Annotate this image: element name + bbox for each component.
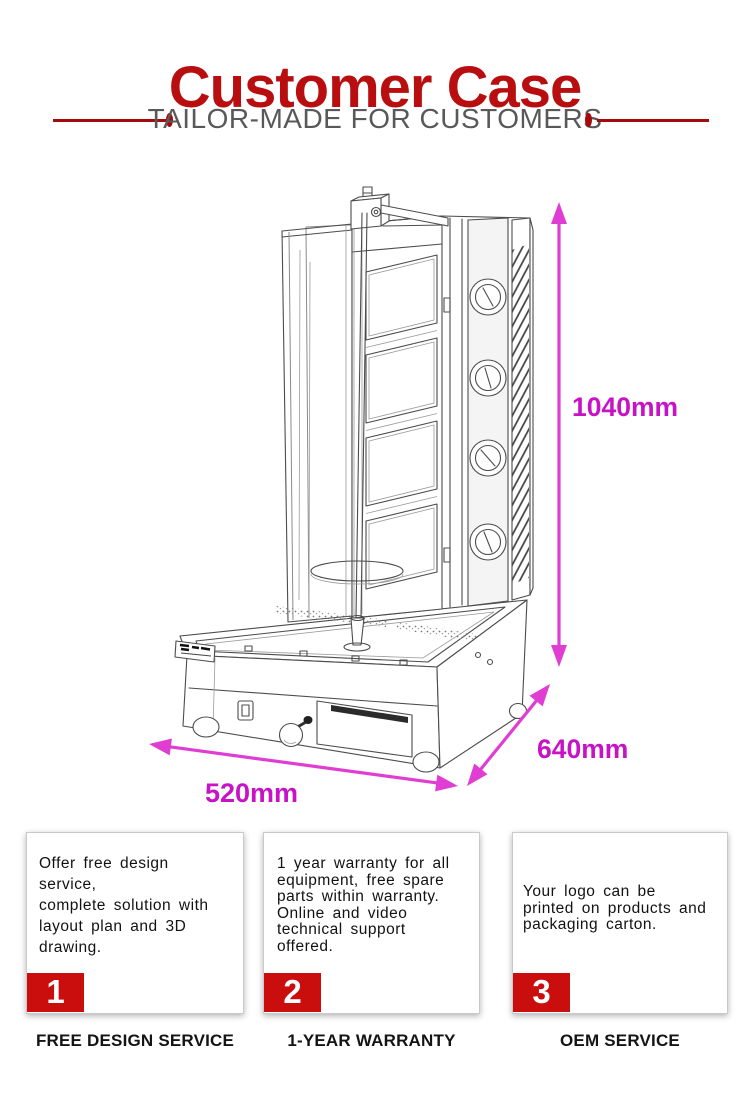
dimension-height-label: 1040mm [572,392,678,422]
page-title: Customer Case [168,54,582,120]
machine-foot [192,716,220,738]
subtitle-dot-right-icon [585,113,592,127]
grease-drawer [316,700,413,758]
service-card: 1 year warranty for all equipment, free … [263,832,480,1051]
spit-socket [350,617,365,646]
control-knob [469,359,507,397]
vent-grille [511,217,531,601]
dimension-width-label: 520mm [205,778,298,808]
subtitle-line-left [53,119,166,122]
drawer-handle-knob [278,716,313,748]
motor-bracket [350,186,449,230]
rotisserie-spit [310,212,404,652]
left-glass-panel [281,223,353,623]
power-switch [237,700,254,721]
machine-tower [281,186,534,652]
subtitle-row: TAILOR-MADE FOR CUSTOMERS [0,100,750,144]
card-text: Your logo can be printed on products and… [523,883,707,933]
card-label: OEM SERVICE [560,1031,680,1050]
machine-base [174,599,528,773]
product-diagram: 1040mm 640mm 520mm [149,186,678,808]
brand-plate [174,640,216,663]
control-knob [469,523,507,561]
card-number-badge: 1 [27,973,84,1012]
card-box: Offer free design service, complete solu… [26,832,244,1014]
control-knob [469,439,507,477]
card-number-badge: 3 [513,973,570,1012]
burner-grid-panels [365,254,438,590]
card-number-badge: 2 [264,973,321,1012]
card-label: 1-YEAR WARRANTY [287,1031,456,1050]
control-panel [467,217,509,607]
dimension-height-arrow [551,202,567,667]
control-knob [469,278,507,316]
page-subtitle: TAILOR-MADE FOR CUSTOMERS [147,103,603,134]
subtitle-line-right [597,119,709,122]
dimension-depth-label: 640mm [537,734,628,764]
skewer-disc [310,560,404,582]
subtitle-dot-left-icon [166,113,173,127]
machine-foot [412,751,440,773]
service-card: Offer free design service, complete solu… [26,832,244,1051]
card-text: Offer free design service, complete solu… [39,855,209,956]
service-card: Your logo can be printed on products and… [512,832,728,1051]
card-label: FREE DESIGN SERVICE [35,1031,235,1050]
card-box: Your logo can be printed on products and… [512,832,728,1014]
burner-frame [351,215,443,619]
card-text: 1 year warranty for all equipment, free … [277,855,450,955]
dimension-depth-arrow [467,684,550,786]
card-box: 1 year warranty for all equipment, free … [263,832,480,1014]
dimension-width-arrow [149,738,458,792]
